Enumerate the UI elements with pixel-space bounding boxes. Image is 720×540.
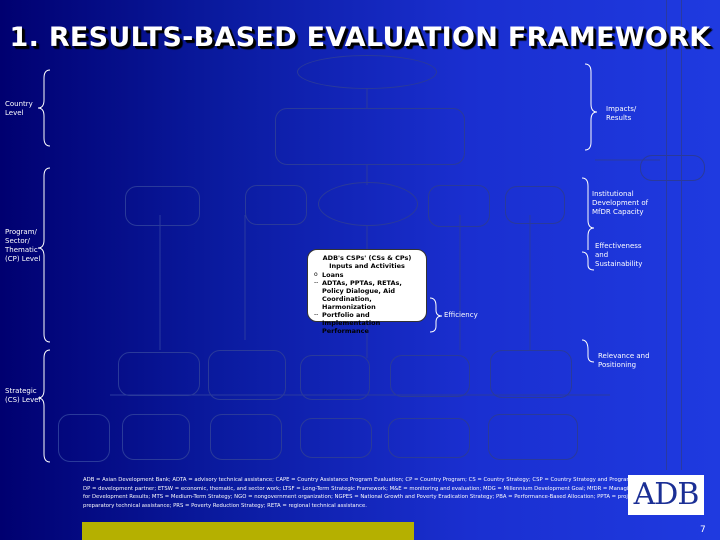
institutional-label: Institutional Development of MfDR Capaci… (592, 190, 649, 216)
cp-box-1 (125, 186, 200, 226)
cs-box-6 (58, 414, 110, 462)
program-level-label: Program/ Sector/ Thematic (CP) Level (5, 228, 41, 263)
cs-box-10 (388, 418, 470, 458)
cs-box-7 (122, 414, 190, 460)
csp-item-loans: Loans (314, 271, 420, 279)
efficiency-label: Efficiency (444, 311, 478, 319)
cp-box-5 (505, 186, 565, 224)
csp-item-portfolio: Portfolio and Implementation Performance (314, 311, 420, 335)
cp-box-3 (318, 182, 418, 226)
right-side-box (640, 155, 705, 181)
impacts-label: Impacts/ Results (606, 105, 637, 122)
cp-box-4 (428, 185, 490, 227)
strategic-level-label: Strategic (CS) Level (5, 387, 41, 404)
cs-box-2 (208, 350, 286, 400)
csp-item-adtas: ADTAs, PPTAs, RETAs, Policy Dialogue, Ai… (314, 279, 420, 311)
page-number: 7 (700, 525, 706, 535)
right-vertical-strip (666, 0, 682, 470)
csp-inputs-title: ADB's CSPs' (CSs & CPs) Inputs and Activ… (322, 254, 412, 270)
cs-box-9 (300, 418, 372, 458)
cs-box-1 (118, 352, 200, 396)
effectiveness-label: Effectiveness and Sustainability (595, 242, 643, 268)
cs-box-8 (210, 414, 282, 460)
page-title: 1. RESULTS-BASED EVALUATION FRAMEWORK (9, 22, 711, 53)
bottom-accent-bar (82, 522, 414, 540)
cs-box-4 (390, 355, 470, 397)
adb-logo: ADB (628, 475, 704, 515)
csp-inputs-box: ADB's CSPs' (CSs & CPs) Inputs and Activ… (307, 249, 427, 335)
cs-box-3 (300, 355, 370, 400)
relevance-label: Relevance and Positioning (598, 352, 650, 369)
cs-box-5 (490, 350, 572, 398)
cp-box-2 (245, 185, 307, 225)
cs-box-11 (488, 414, 578, 460)
abbreviations-footnote: ADB = Asian Development Bank; ADTA = adv… (83, 477, 637, 509)
country-level-label: Country Level (5, 100, 33, 117)
goal-box (297, 55, 437, 89)
country-outcome-box (275, 108, 465, 165)
